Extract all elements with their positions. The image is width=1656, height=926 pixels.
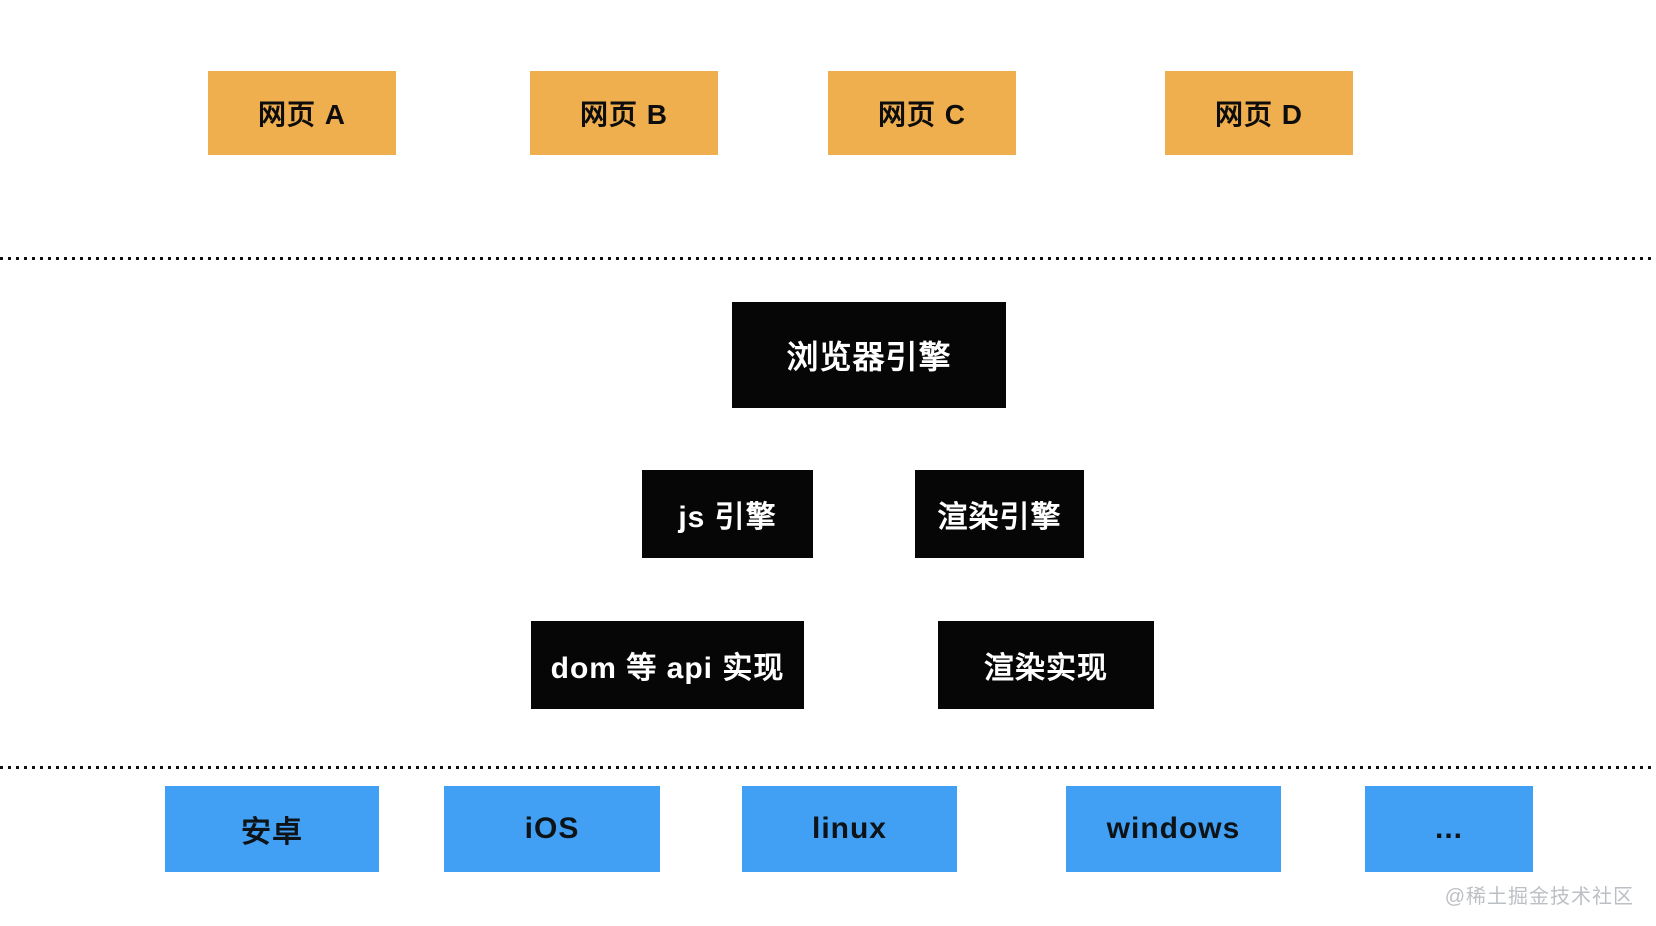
platform-linux-node: linux — [742, 786, 957, 872]
separator-dotted-top — [0, 257, 1656, 260]
platform-android-node: 安卓 — [165, 786, 379, 872]
render-impl-node: 渲染实现 — [938, 621, 1154, 709]
dom-api-impl-node: dom 等 api 实现 — [531, 621, 804, 709]
render-engine-node: 渲染引擎 — [915, 470, 1084, 558]
webpage-d-node: 网页 D — [1165, 71, 1353, 155]
platform-ellipsis-node: ... — [1365, 786, 1533, 872]
js-engine-node: js 引擎 — [642, 470, 813, 558]
platform-ios-node: iOS — [444, 786, 660, 872]
webpage-b-node: 网页 B — [530, 71, 718, 155]
watermark: @稀土掘金技术社区 — [1444, 886, 1634, 908]
platform-windows-node: windows — [1066, 786, 1281, 872]
browser-engine-node: 浏览器引擎 — [732, 302, 1006, 408]
separator-dotted-bottom — [0, 766, 1656, 769]
webpage-a-node: 网页 A — [208, 71, 396, 155]
webpage-c-node: 网页 C — [828, 71, 1016, 155]
